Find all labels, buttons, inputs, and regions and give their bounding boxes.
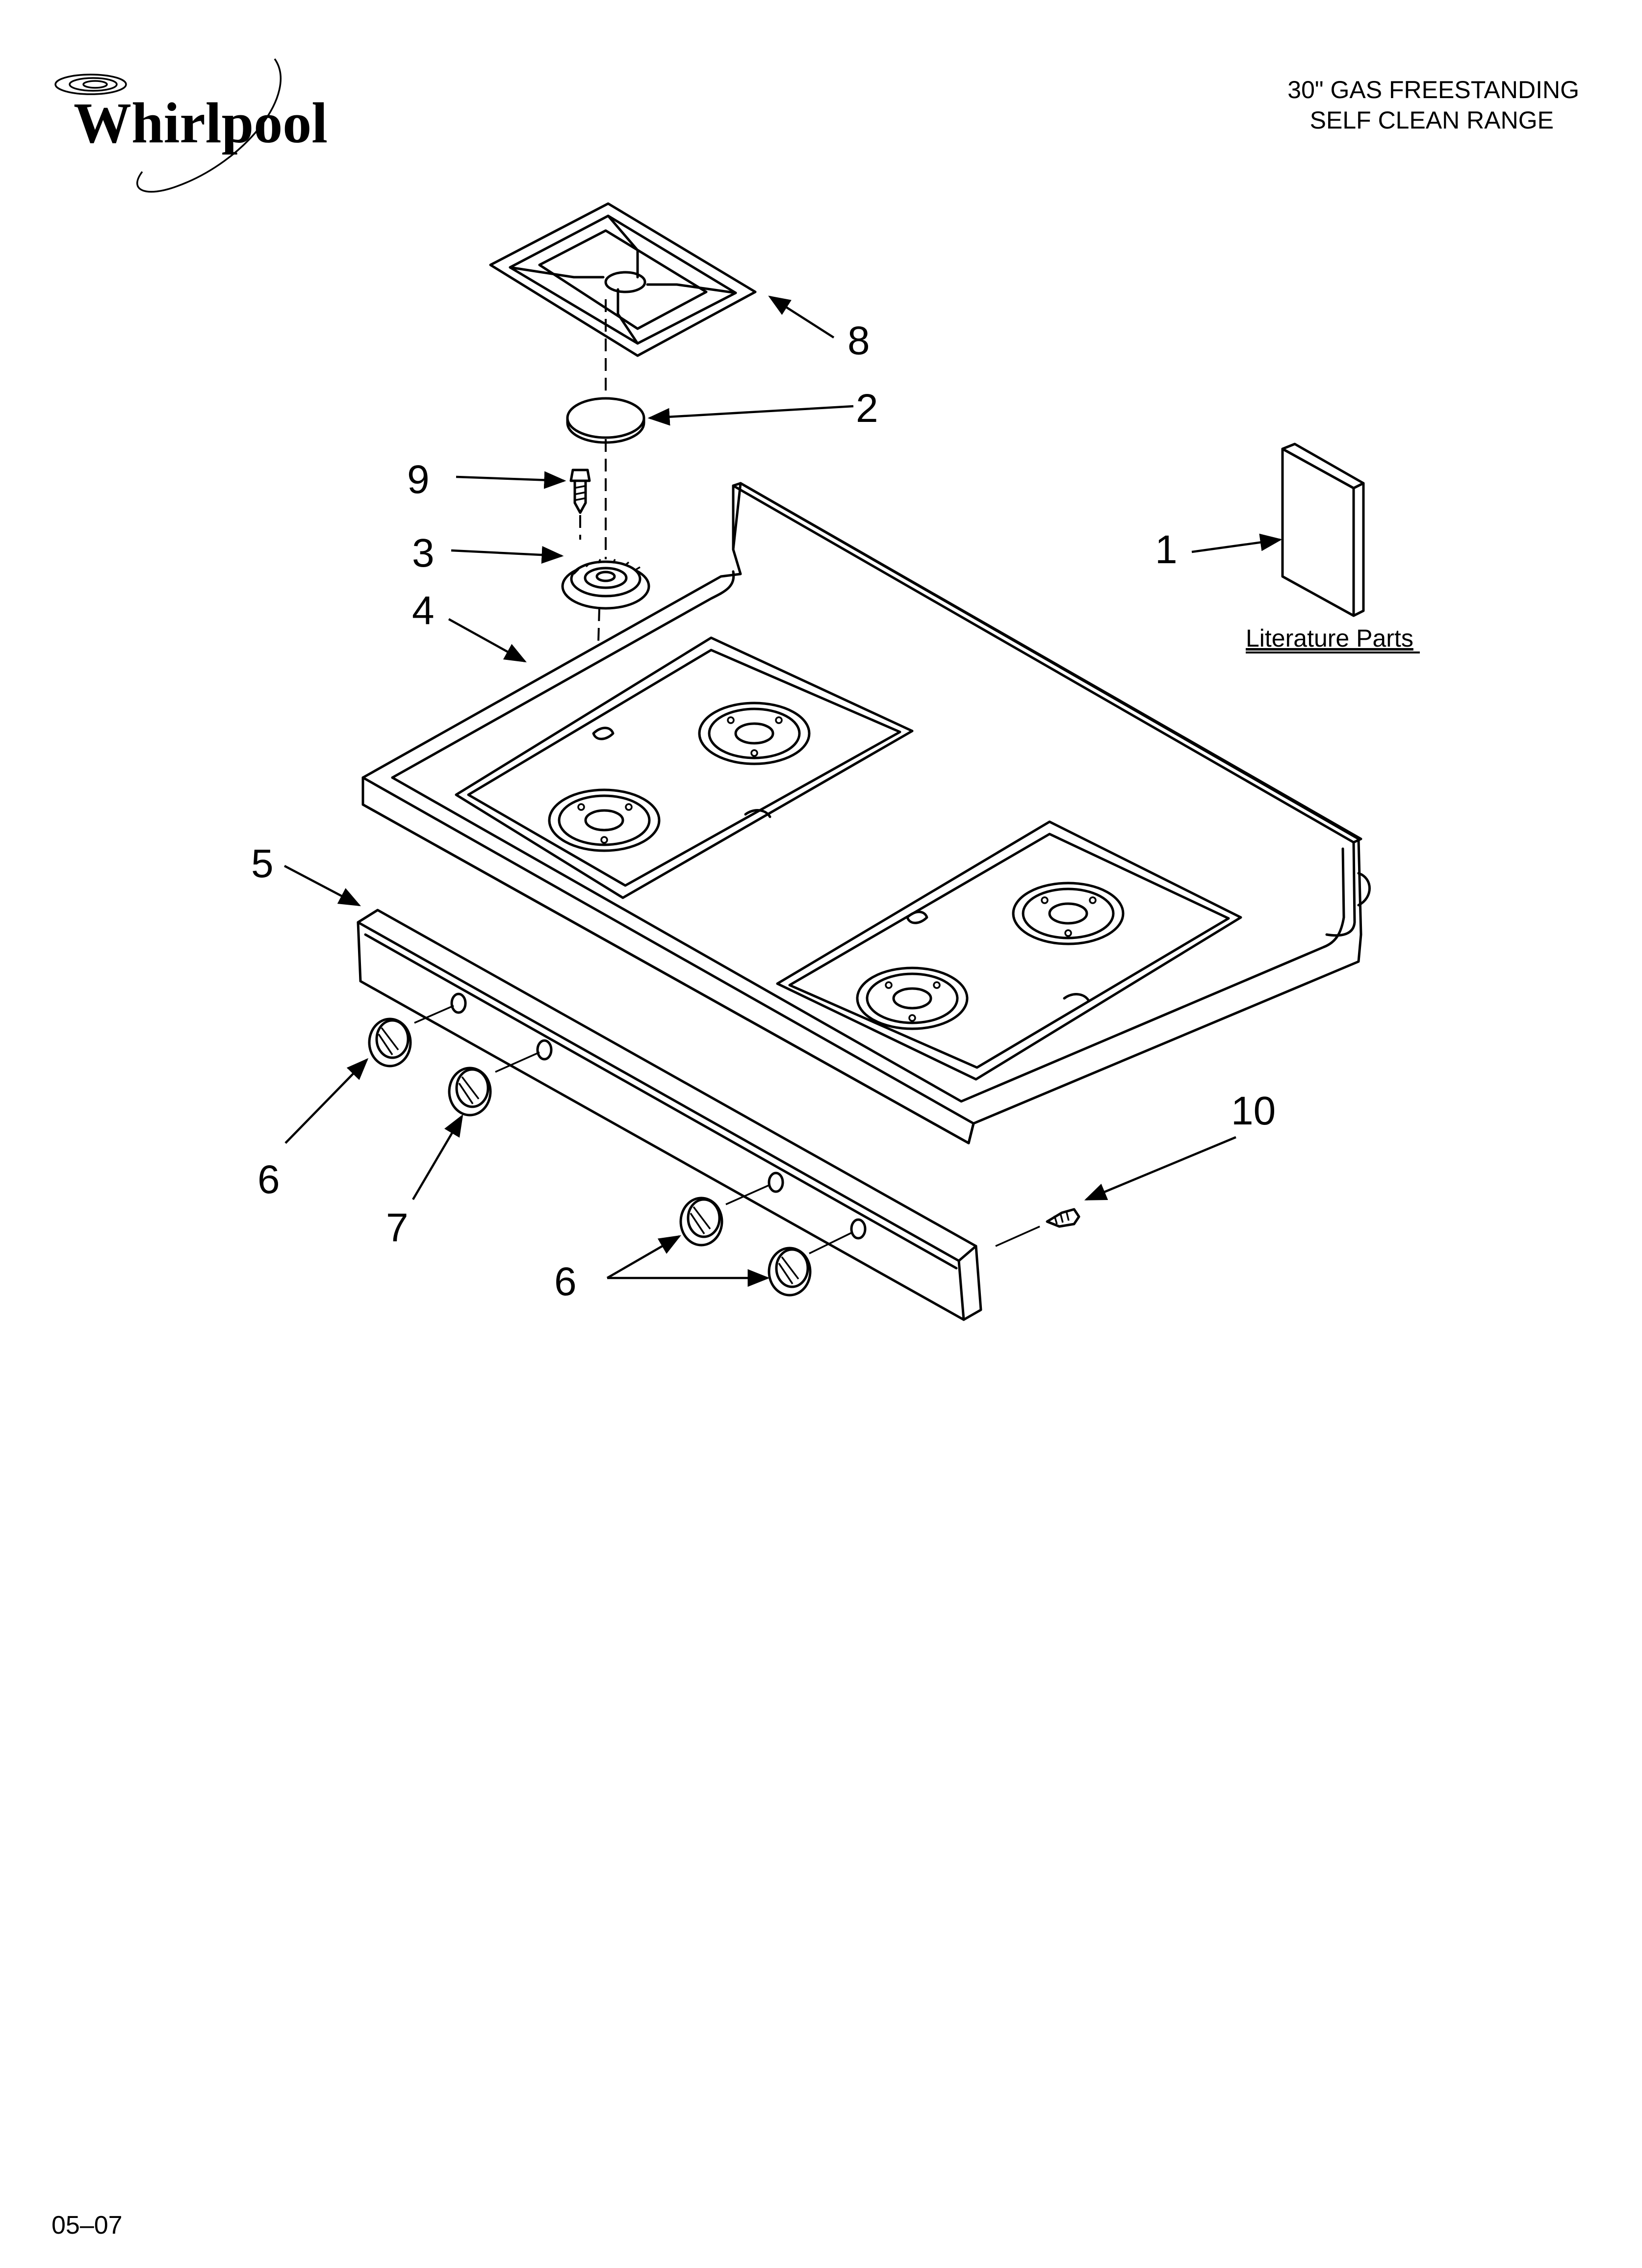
knob-6-left <box>368 1017 412 1068</box>
callout-6-right: 6 <box>554 1259 577 1304</box>
callout-10: 10 <box>1231 1089 1276 1133</box>
knob-6-right-upper <box>679 1197 723 1247</box>
callout-leaders <box>283 295 1283 1287</box>
part-burner-cap <box>566 397 645 444</box>
knob-7 <box>448 1067 492 1117</box>
page-title-line1: 30" GAS FREESTANDING <box>1287 76 1579 104</box>
callout-8: 8 <box>847 318 870 363</box>
callout-2: 2 <box>856 386 878 431</box>
callout-3: 3 <box>412 531 435 575</box>
callout-7: 7 <box>386 1205 409 1250</box>
part-screw-10 <box>1046 1208 1080 1228</box>
literature-parts-label: Literature Parts <box>1246 625 1413 652</box>
callout-9: 9 <box>407 457 430 502</box>
burner-left-front <box>548 788 661 852</box>
burner-right-front <box>856 966 969 1030</box>
page-title-line2: SELF CLEAN RANGE <box>1310 106 1554 134</box>
knob-6-right-lower <box>768 1247 812 1297</box>
callout-4: 4 <box>412 588 435 633</box>
part-burner-base <box>561 559 650 610</box>
part-control-panel <box>357 909 982 1321</box>
swirl-icon <box>54 58 282 193</box>
callout-5: 5 <box>251 841 274 886</box>
burner-right-rear <box>1012 882 1125 945</box>
logo-wordmark: Whirlpool <box>74 91 328 155</box>
part-literature <box>1281 443 1365 617</box>
part-grate <box>489 202 757 357</box>
callout-6-left: 6 <box>257 1157 280 1202</box>
date-code: 05–07 <box>51 2211 123 2240</box>
part-screw <box>569 469 591 514</box>
whirlpool-logo: Whirlpool <box>54 58 328 193</box>
burner-left-rear <box>698 702 811 765</box>
part-cooktop <box>361 482 1371 1145</box>
callout-1: 1 <box>1155 527 1178 572</box>
